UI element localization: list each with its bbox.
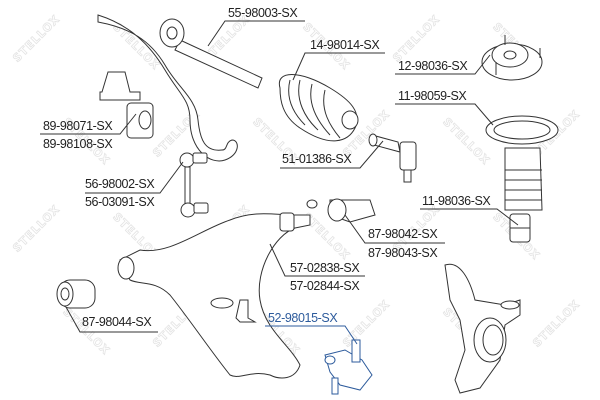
label-stab-link-1: 56-98002-SX [85,177,155,191]
ball-joint-leader [265,325,358,345]
label-stab-link-2: 56-03091-SX [85,195,155,209]
steering-boot [278,74,359,142]
watermark-text: STELLOX [110,20,162,72]
label-arm-bush-1: 87-98042-SX [368,227,438,241]
watermark-text: STELLOX [440,115,492,167]
label-tie-rod: 55-98003-SX [228,6,298,20]
dust-cover [485,115,559,211]
control-arm [117,212,311,379]
bump-stop [509,213,531,243]
stabilizer-link [179,152,209,218]
tie-rod [159,18,263,89]
label-rear-bush: 87-98044-SX [82,315,152,329]
ball-joint[interactable] [324,339,373,395]
watermark-text: STELLOX [10,12,62,64]
watermark-text: STELLOX [60,305,112,357]
label-stab-bush-2: 89-98108-SX [43,137,113,151]
bushing-hole [138,110,152,130]
rear-bushing [56,279,96,309]
watermark-text: STELLOX [10,202,62,254]
label-strut-mount: 12-98036-SX [398,59,468,73]
tie-rod-end [368,133,417,183]
stabilizer-bar [97,14,238,162]
leader-lines [40,20,519,345]
watermark-text: STELLOX [530,297,582,349]
label-boot: 14-98014-SX [310,38,380,52]
label-dust-cover: 11-98059-SX [398,89,467,103]
watermark-text: STELLOX [390,12,442,64]
label-stab-bush-1: 89-98071-SX [43,119,113,133]
strut-mount [481,35,543,81]
label-arm-bush-2: 87-98043-SX [368,246,438,260]
steering-knuckle [444,263,521,394]
label-control-arm-2: 57-02844-SX [290,279,360,293]
watermark-text: STELLOX [340,297,392,349]
label-ball-joint[interactable]: 52-98015-SX [268,311,338,325]
arm-bushing [306,198,376,223]
stabilizer-clamp [99,71,141,101]
label-bump-stop: 11-98036-SX [422,194,491,208]
label-control-arm-1: 57-02838-SX [290,261,360,275]
label-tie-rod-end: 51-01386-SX [282,152,352,166]
